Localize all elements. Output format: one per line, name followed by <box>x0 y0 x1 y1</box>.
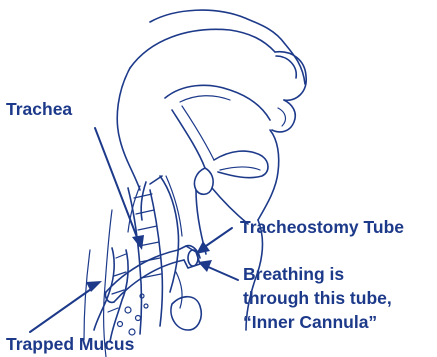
trapped-mucus-label: Trapped Mucus <box>6 334 135 354</box>
breathing-pointer-line <box>206 266 238 280</box>
breathing-label-line2: through this tube, <box>243 288 392 308</box>
breathing-pointer-arrowhead <box>198 260 212 272</box>
tracheostomy-tube-label: Tracheostomy Tube <box>240 217 404 237</box>
trachea-pointer-line <box>95 128 138 240</box>
trachea-label: Trachea <box>6 99 72 119</box>
tracheostomy-tube-pointer-line <box>203 228 232 248</box>
tracheostomy-tube-pointer-arrowhead <box>196 241 210 254</box>
breathing-label-line1: Breathing is <box>243 264 344 284</box>
tracheostomy-tube-shape <box>105 246 201 330</box>
breathing-label-line3: “Inner Cannula” <box>243 312 377 332</box>
